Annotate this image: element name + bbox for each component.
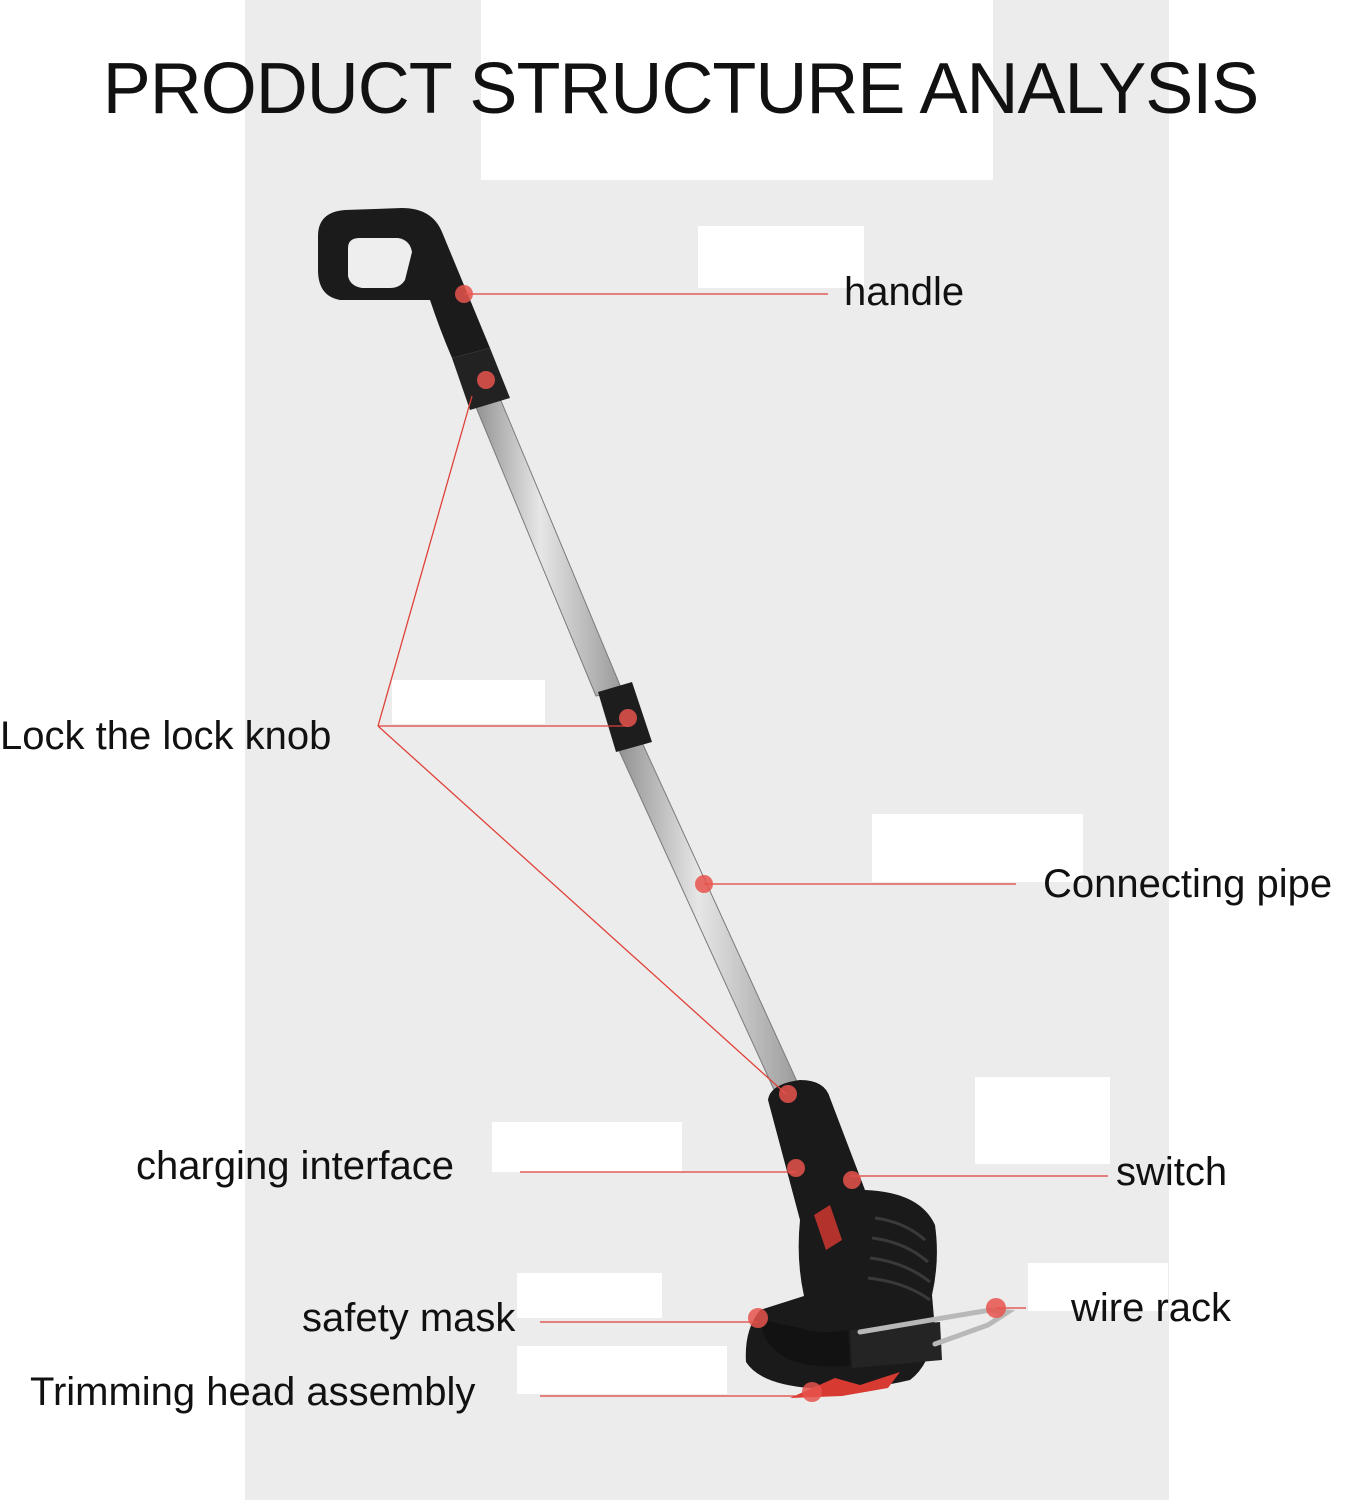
label-wire-rack: wire rack [1071, 1286, 1232, 1330]
label-backdrop-pipe [872, 814, 1083, 882]
wire-rack-bar [857, 1307, 1016, 1347]
label-handle: handle [844, 270, 965, 314]
markers [455, 285, 1006, 1402]
upper-pipe [472, 395, 623, 697]
label-trimming-head: Trimming head assembly [30, 1370, 476, 1414]
leader-lines [377, 293, 1108, 1397]
label-backdrop-lock [392, 680, 545, 724]
label-backdrop-mask [517, 1273, 662, 1318]
marker-handle [455, 285, 473, 303]
marker-lock-top [477, 371, 495, 389]
leader-lock-top [377, 395, 473, 727]
motor-housing [745, 1080, 942, 1398]
label-backdrop-charging [492, 1122, 682, 1172]
marker-wire [986, 1298, 1006, 1318]
marker-charging [787, 1159, 805, 1177]
label-safety-mask: safety mask [302, 1296, 516, 1340]
label-switch: switch [1116, 1150, 1228, 1194]
title-backdrop [481, 0, 993, 180]
marker-trim [802, 1382, 822, 1402]
label-backdrop-trim [517, 1346, 727, 1394]
leader-lock-bottom [377, 725, 787, 1095]
marker-lock-middle [619, 709, 637, 727]
label-lock-knob: Lock the lock knob [0, 714, 332, 758]
label-backdrop-wire [1028, 1263, 1168, 1311]
label-connecting-pipe: Connecting pipe [1043, 862, 1333, 906]
marker-mask [748, 1308, 768, 1328]
marker-lock-bottom [779, 1085, 797, 1103]
marker-pipe [695, 875, 713, 893]
marker-switch [843, 1171, 861, 1189]
page-title: PRODUCT STRUCTURE ANALYSIS [102, 49, 1260, 129]
label-charging-interface: charging interface [136, 1144, 454, 1188]
label-backdrop-switch [975, 1077, 1110, 1164]
label-backdrop-handle [698, 226, 864, 288]
lower-pipe [615, 737, 801, 1095]
